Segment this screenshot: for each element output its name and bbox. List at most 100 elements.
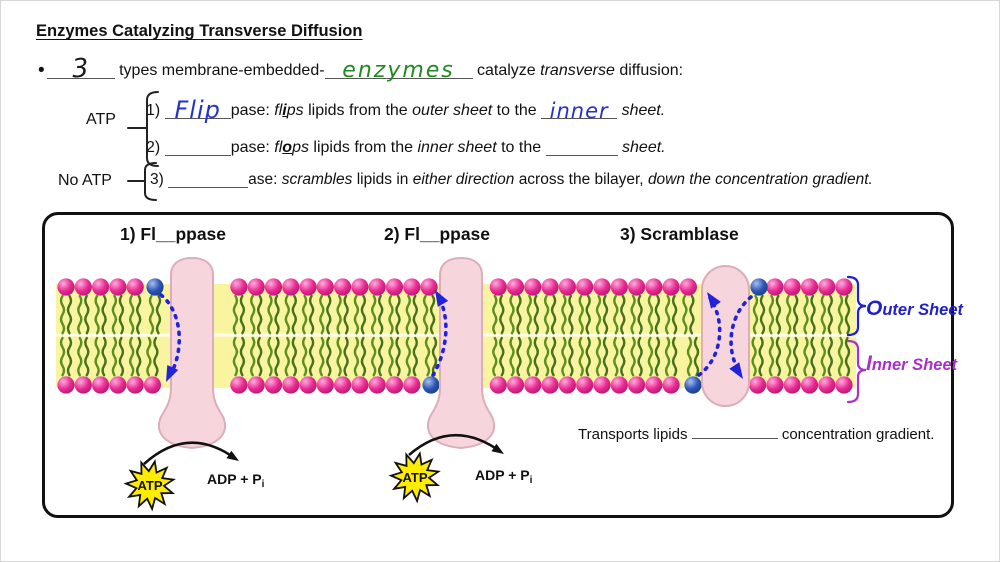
line3-verb: scrambles <box>281 171 353 188</box>
lipid-tail <box>492 294 498 335</box>
lipid-tail <box>429 294 436 335</box>
lipid-tail <box>602 294 609 335</box>
lipid-tail <box>267 336 273 377</box>
lipid-tail <box>803 336 809 377</box>
arrowhead <box>226 450 239 461</box>
lipid-head <box>506 278 525 296</box>
lipid-tail <box>301 336 308 377</box>
lipid-tail <box>492 336 498 377</box>
lipid-head <box>368 278 386 296</box>
lipid-tail <box>319 294 325 335</box>
lipid-head <box>800 376 819 394</box>
lipid-head <box>628 376 646 394</box>
lipid-head <box>264 376 283 394</box>
blank-gradient-direction <box>691 438 778 439</box>
lipid-head <box>593 376 611 394</box>
lipid-tail <box>267 294 273 335</box>
atp-star-text: ATP <box>137 478 162 493</box>
line1-verb: flips <box>274 102 304 119</box>
lipid-tail <box>291 336 297 377</box>
lipid-tail <box>637 294 643 335</box>
no-atp-side-label: No ATP <box>58 172 112 189</box>
lipid-tail <box>543 294 550 335</box>
lipid-tail <box>620 336 626 377</box>
lipid-tail <box>578 294 584 335</box>
line2-inner-sheet: inner sheet <box>417 139 497 156</box>
lipid-tail <box>148 294 155 335</box>
lipid-tail <box>693 336 700 377</box>
lipid-tail <box>250 294 256 335</box>
lipid-tail <box>257 336 263 377</box>
handwritten-flip: Flip <box>174 96 221 124</box>
lipid-tail <box>595 294 602 335</box>
lipid-head <box>264 278 283 296</box>
line1-number: 1) <box>146 102 161 119</box>
lipid-tail <box>274 336 280 377</box>
lipid-tail <box>111 336 118 377</box>
lipid-head <box>662 376 680 394</box>
lipid-tail <box>326 336 332 377</box>
lipid-head <box>334 278 352 296</box>
atp-hydrolysis-arrow-1 <box>143 441 237 465</box>
lipid-head <box>679 278 698 296</box>
lipid-tail <box>820 336 826 377</box>
lipid-head <box>610 278 628 296</box>
lipid-head <box>541 278 559 296</box>
atp-star-text: ATP <box>402 470 427 485</box>
handwritten-enzymes: enzymes <box>342 58 455 83</box>
lipid-head <box>835 278 853 296</box>
panel-label-scramblase: 3) Scramblase <box>620 224 739 244</box>
lipid-tail <box>568 294 574 335</box>
intro-text-2: catalyze <box>477 62 536 79</box>
lipid-tail <box>585 336 591 377</box>
lipid-tail <box>232 294 239 335</box>
lipid-tail <box>250 336 256 377</box>
lipid-head-blue <box>750 278 768 296</box>
lipid-head <box>420 278 438 296</box>
lipid-tail <box>533 294 539 335</box>
lipid-tail <box>326 294 332 335</box>
membrane-diagram: ATP ATP ADP + Pi ADP + Pi <box>56 257 867 512</box>
lipid-head <box>506 376 525 394</box>
lipid-head <box>610 376 628 394</box>
line1-text: lipids from the <box>308 102 408 119</box>
lipid-tail <box>378 294 384 335</box>
lipid-tail <box>775 294 782 335</box>
lipid-tail <box>371 294 377 335</box>
lipid-head <box>282 376 300 394</box>
lipid-tail <box>647 294 654 335</box>
lipid-tail <box>153 336 159 377</box>
lipid-tail <box>630 294 636 335</box>
lipid-head <box>558 278 577 296</box>
lipid-tail <box>291 294 297 335</box>
handwritten-inner: inner <box>549 99 609 123</box>
lipid-tail <box>664 294 671 335</box>
lipid-tail <box>837 294 844 335</box>
lipid-tail <box>118 294 125 335</box>
lipid-head <box>818 278 836 296</box>
lipid-tail <box>353 336 360 377</box>
lipid-head <box>299 278 317 296</box>
lipid-head <box>92 278 110 296</box>
lipid-head <box>489 278 507 296</box>
line2-number: 2) <box>146 139 161 156</box>
lipid-tail <box>686 336 693 377</box>
arrowhead <box>435 290 449 307</box>
lipid-tail <box>751 336 757 377</box>
lipid-tail <box>395 336 401 377</box>
blank-scrambl <box>168 173 249 188</box>
lipid-head <box>628 278 646 296</box>
lipid-tail <box>827 336 833 377</box>
lipid-tail <box>336 294 342 335</box>
lipid-head <box>541 376 559 394</box>
lipid-tail <box>59 294 66 335</box>
lipid-head-blue <box>684 376 702 394</box>
lipid-head <box>143 376 161 394</box>
lipid-tail <box>664 336 671 377</box>
lipid-tail <box>336 336 342 377</box>
lipid-tail <box>422 294 429 335</box>
arrowhead <box>166 365 179 382</box>
lipid-tail <box>412 294 418 335</box>
lipid-tail <box>671 336 678 377</box>
